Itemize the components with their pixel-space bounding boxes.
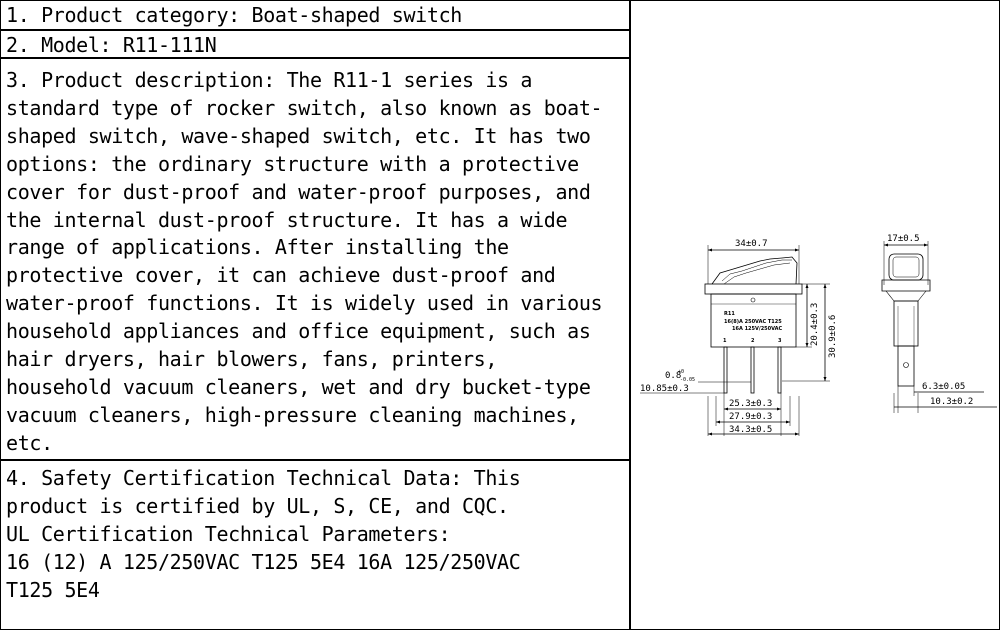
product-model: 2. Model: R11-111N xyxy=(6,33,217,57)
terminal-pin-1 xyxy=(723,346,728,394)
switch-bezel xyxy=(704,283,803,295)
product-category: 1. Product category: Boat-shaped switch xyxy=(6,3,462,27)
pin-width-label: 10.85±0.3 xyxy=(640,384,689,394)
terminal-label-1: 1 xyxy=(723,338,727,344)
side-terminal-label: 6.3±0.05 xyxy=(922,382,965,392)
height-upper-label: 20.4±0.3 xyxy=(810,303,820,346)
body-rating-line-1: 16(8)A 250VAC T125 xyxy=(724,319,782,325)
terminal-pin-2 xyxy=(750,346,755,394)
description-row: 3. Product description: The R11-1 series… xyxy=(1,59,629,461)
safety-certification: 4. Safety Certification Technical Data: … xyxy=(6,466,521,602)
dimension-drawing: 34±0.7 17±0.5 20.4±0.3 30.9±0.6 0.8 +0 -… xyxy=(640,234,997,436)
terminal-pin-3 xyxy=(777,346,782,394)
rocker-shape xyxy=(711,256,798,285)
technical-drawing-panel: 34±0.7 17±0.5 20.4±0.3 30.9±0.6 0.8 +0 -… xyxy=(632,1,999,629)
pin-thickness-tol-plus: +0 xyxy=(678,369,684,375)
product-description: 3. Product description: The R11-1 series… xyxy=(6,68,603,455)
side-depth-label: 10.3±0.2 xyxy=(930,397,973,407)
pin-thickness-label: 0.8 xyxy=(665,371,681,381)
height-total-label: 30.9±0.6 xyxy=(828,315,838,358)
body-w2-label: 27.9±0.3 xyxy=(729,412,772,422)
model-row: 2. Model: R11-111N xyxy=(1,31,629,59)
terminal-label-2: 2 xyxy=(751,338,755,344)
side-flange xyxy=(881,279,931,292)
body-model-label: R11 xyxy=(724,311,735,317)
side-terminal xyxy=(897,345,915,387)
front-width-label: 34±0.7 xyxy=(735,239,768,249)
body-w3-label: 34.3±0.5 xyxy=(729,425,772,435)
body-rating-line-2: 16A 125V/250VAC xyxy=(732,326,783,332)
body-w1-label: 25.3±0.3 xyxy=(729,399,772,409)
pin-thickness-tol-minus: -0.05 xyxy=(680,377,695,383)
side-body xyxy=(893,300,919,347)
certification-row: 4. Safety Certification Technical Data: … xyxy=(1,461,629,629)
side-width-label: 17±0.5 xyxy=(887,234,920,244)
side-rocker-cap xyxy=(888,253,924,281)
terminal-label-3: 3 xyxy=(778,338,782,344)
category-row: 1. Product category: Boat-shaped switch xyxy=(1,1,629,31)
spec-text-column: 1. Product category: Boat-shaped switch … xyxy=(1,1,631,629)
